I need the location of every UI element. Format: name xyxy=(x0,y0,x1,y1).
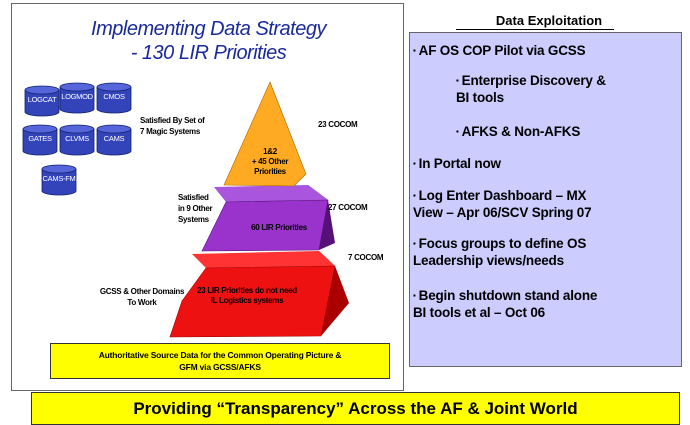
authoritative-source-box: Authoritative Source Data for the Common… xyxy=(50,343,390,379)
system-cylinder-logcat: LOGCAT xyxy=(24,85,60,117)
bullet-square-icon: ▪ xyxy=(413,46,416,55)
system-cylinder-gates: GATES xyxy=(22,124,58,156)
system-name: CAMS xyxy=(103,134,125,143)
system-name: CAMS-FM xyxy=(42,174,76,183)
transparency-banner: Providing “Transparency” Across the AF &… xyxy=(31,392,680,425)
system-cylinder-logmod: LOGMOD xyxy=(59,82,95,114)
bottom-tier-left-label: GCSS & Other Domains To Work xyxy=(99,287,185,307)
system-cylinder-cmos: CMOS xyxy=(96,82,132,114)
system-name: CLVMS xyxy=(65,134,89,143)
bullet-item: ▪In Portal now xyxy=(413,156,501,171)
pyramid-tier-bottom-front xyxy=(169,265,336,338)
pyramid-tier-middle-top xyxy=(214,185,328,202)
top-tier-inner-label: 1&2 + 45 Other Priorities xyxy=(251,147,289,176)
bullet-item: ▪Enterprise Discovery &BI tools xyxy=(456,73,606,105)
middle-tier-cocom-label: 27 COCOM xyxy=(328,203,368,212)
system-cylinder-cams: CAMS xyxy=(96,124,132,156)
panel-title-line2: - 130 LIR Priorities xyxy=(130,42,287,64)
system-cylinder-cams-fm: CAMS-FM xyxy=(41,164,77,196)
system-name: LOGCAT xyxy=(27,95,57,104)
priority-pyramid xyxy=(169,81,349,338)
bullet-item: ▪AF OS COP Pilot via GCSS xyxy=(413,43,586,58)
bullet-square-icon: ▪ xyxy=(413,159,416,168)
bullet-square-icon: ▪ xyxy=(456,127,459,136)
pyramid-tier-top-front xyxy=(223,81,307,187)
panel-title-line1: Implementing Data Strategy xyxy=(91,18,326,40)
bullet-item: ▪AFKS & Non-AFKS xyxy=(456,124,581,139)
bottom-tier-cocom-label: 7 COCOM xyxy=(348,253,384,262)
top-tier-left-label: Satisfied By Set of 7 Magic Systems xyxy=(140,116,205,136)
pyramid-tier-bottom-top xyxy=(192,251,335,268)
data-exploitation-heading: Data Exploitation xyxy=(495,13,603,28)
system-cylinder-clvms: CLVMS xyxy=(59,124,95,156)
middle-tier-inner-label: 60 LIR Priorities xyxy=(251,223,307,232)
pyramid-tier-middle-front xyxy=(201,199,329,252)
heading-underline xyxy=(456,29,614,30)
bullet-square-icon: ▪ xyxy=(456,76,459,85)
system-name: LOGMOD xyxy=(61,92,93,101)
system-name: CMOS xyxy=(103,92,125,101)
strategy-panel: Implementing Data Strategy - 130 LIR Pri… xyxy=(11,3,404,391)
bullet-square-icon: ▪ xyxy=(413,239,416,248)
middle-tier-left-label: Satisfied in 9 Other Systems xyxy=(178,193,213,224)
bottom-tier-inner-label: 23 LIR Priorities do not need IL Logisti… xyxy=(197,286,297,305)
data-exploitation-panel: ▪AF OS COP Pilot via GCSS ▪Enterprise Di… xyxy=(409,32,682,367)
bullet-square-icon: ▪ xyxy=(413,291,416,300)
top-tier-cocom-label: 23 COCOM xyxy=(318,120,358,129)
bullet-square-icon: ▪ xyxy=(413,191,416,200)
system-name: GATES xyxy=(28,134,52,143)
